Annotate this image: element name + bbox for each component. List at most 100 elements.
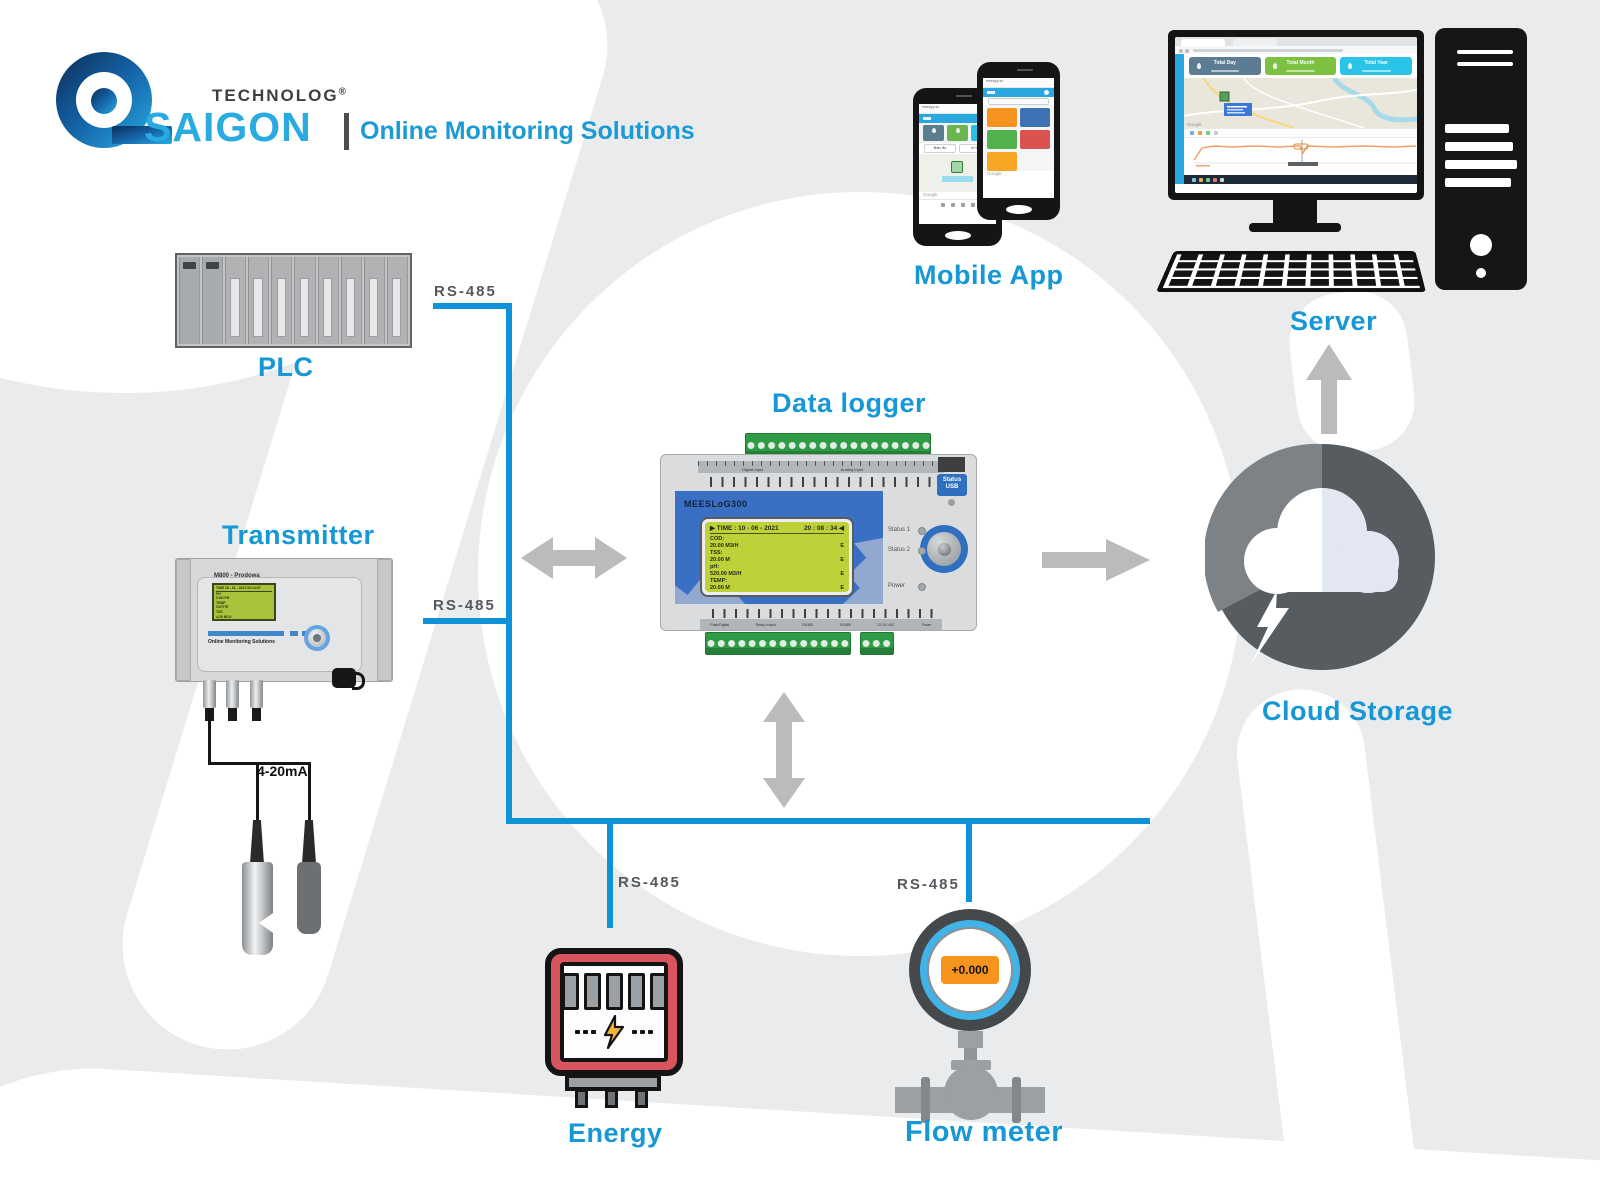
transmitter-lcd-line: TIME 18 - 01 - 2021 00:14:07 xyxy=(216,586,272,592)
datalogger-knob xyxy=(920,525,968,573)
status-usb-text: USB xyxy=(945,484,959,490)
status-usb-badge: Status USB xyxy=(937,474,967,496)
transmitter-lcd: TIME 18 - 01 - 2021 00:14:07 PH COD PH T… xyxy=(212,583,276,621)
monitor-base xyxy=(1249,223,1341,232)
flow-meter-icon: +0.000 xyxy=(895,905,1045,1155)
gauge-stem xyxy=(964,1048,977,1061)
tower-drive-bay xyxy=(1445,142,1513,151)
rs485-label-transmitter: RS-485 xyxy=(433,597,496,614)
brand-technolog-text: TECHNOLOG xyxy=(212,86,339,105)
energy-meter-icon xyxy=(545,948,685,1118)
lcd-row-name: TEMP: xyxy=(710,578,728,584)
terminal-block-bottom xyxy=(860,632,894,655)
transmitter-lcd-line: OUT/TE xyxy=(216,605,229,610)
sensor-cable xyxy=(208,708,211,765)
server-screen: Total Day Total Month Total Year xyxy=(1175,37,1417,193)
server-monitor: Total Day Total Month Total Year xyxy=(1168,30,1424,200)
probe-connector xyxy=(250,820,264,864)
bottom-port-label: Relay output xyxy=(755,622,776,627)
lcd-row-value: 20.00 M xyxy=(710,585,730,591)
cable-gland xyxy=(203,680,216,721)
bus-line-flowmeter xyxy=(966,824,972,902)
bottom-port-label: RS485 xyxy=(839,622,851,627)
rs485-label-energy: RS-485 xyxy=(618,874,681,891)
brand-saigon: SAIGON xyxy=(144,104,312,150)
usb-port xyxy=(938,457,965,472)
lcd-row-flag: E xyxy=(840,571,844,577)
gauge-face: +0.000 xyxy=(927,927,1013,1013)
terminal-block-top xyxy=(745,433,931,458)
phone-address-bar: meeapp.vn xyxy=(983,78,1054,88)
plc-label: PLC xyxy=(258,352,314,382)
sensor-probe xyxy=(242,862,273,955)
gauge-stem xyxy=(958,1031,983,1048)
energy-meter-face xyxy=(560,962,668,1062)
lcd-row-value: 520.00 M3/H xyxy=(710,571,742,577)
sensor-cable xyxy=(256,765,259,822)
bus-line-plc xyxy=(433,303,512,309)
arrow-datalogger-cloud xyxy=(1042,539,1150,581)
tile-total-month: Total Month xyxy=(1264,57,1337,75)
lcd-row-name: pH: xyxy=(710,564,720,570)
registered-mark: ® xyxy=(338,86,348,98)
sensor-cable xyxy=(308,765,311,822)
phone-front: meeapp.vn Google xyxy=(977,62,1060,220)
sensor-probe xyxy=(297,862,321,934)
tower-drive-bay xyxy=(1445,178,1511,187)
bus-line-energy xyxy=(607,824,613,928)
tile-total-year: Total Year xyxy=(1340,57,1413,75)
tile-total-day: Total Day xyxy=(1189,57,1261,75)
monitor-stand xyxy=(1273,200,1317,224)
mobile-app-label: Mobile App xyxy=(914,260,1064,290)
digital-input-label: Digital Input xyxy=(742,467,764,472)
lcd-row-value: 20.00 M3/H xyxy=(710,543,739,549)
tower-power-button xyxy=(1470,234,1492,256)
bottom-port-label: RS485 xyxy=(802,622,814,627)
lightning-bolt-icon xyxy=(603,1015,625,1049)
side-connector xyxy=(332,668,365,690)
transmitter-lcd-line: TSS xyxy=(216,609,223,614)
probe-connector xyxy=(302,820,316,864)
status-usb-text: Status xyxy=(942,477,962,483)
arrow-transmitter-datalogger xyxy=(521,537,627,579)
rs485-label-flow: RS-485 xyxy=(897,876,960,893)
lcd-row-value: 20.00 M xyxy=(710,557,730,563)
valve-body xyxy=(944,1066,998,1120)
tick-marks xyxy=(712,609,936,618)
transmitter-lcd-line: TEMP xyxy=(216,600,226,605)
energy-label: Energy xyxy=(568,1118,663,1148)
lcd-row-name: TSS: xyxy=(710,550,723,556)
lcd-clock: 20 : 08 : 34 ◀ xyxy=(803,525,844,532)
server-label: Server xyxy=(1290,306,1378,336)
4-20ma-label: 4-20mA xyxy=(257,763,308,779)
dashboard-sidebar xyxy=(1175,54,1184,184)
google-watermark: Google xyxy=(923,192,938,197)
phone-tab-map: Bản đồ xyxy=(924,144,956,153)
phone-dashboard-cards xyxy=(983,105,1054,171)
background-swoosh xyxy=(1229,682,1423,1200)
brand-technolog: TECHNOLOG® xyxy=(212,86,348,106)
cloud-storage-icon xyxy=(1203,440,1439,679)
flow-meter-label: Flow meter xyxy=(905,1116,1064,1148)
datalogger-model: MEESLoG300 xyxy=(684,499,748,509)
brand-divider xyxy=(344,113,349,150)
transmitter-knob xyxy=(304,625,330,651)
transmitter-label: Transmitter xyxy=(222,520,375,550)
bus-line-transmitter xyxy=(423,618,512,624)
port-number-strip: Digital Input Analog Input xyxy=(698,461,944,473)
bottom-port-label: 12-18 VDC xyxy=(877,622,895,627)
energy-meter-digits xyxy=(561,973,667,1010)
brand-tagline: Online Monitoring Solutions xyxy=(360,117,695,145)
rs485-label-plc: RS-485 xyxy=(434,283,497,300)
energy-meter-display xyxy=(575,1015,653,1049)
google-watermark: Google xyxy=(1187,122,1202,127)
sensor-cable xyxy=(208,762,311,765)
flow-meter-gauge: +0.000 xyxy=(909,909,1031,1031)
transmitter-model: M800 - Prodowa xyxy=(214,573,260,579)
bottom-port-label: Push/Digital xyxy=(710,622,730,627)
google-watermark: Google xyxy=(987,171,1002,176)
analog-input-label: Analog Input xyxy=(840,467,864,472)
chart-toolbar xyxy=(1184,128,1417,138)
flow-reading-display: +0.000 xyxy=(941,956,999,984)
